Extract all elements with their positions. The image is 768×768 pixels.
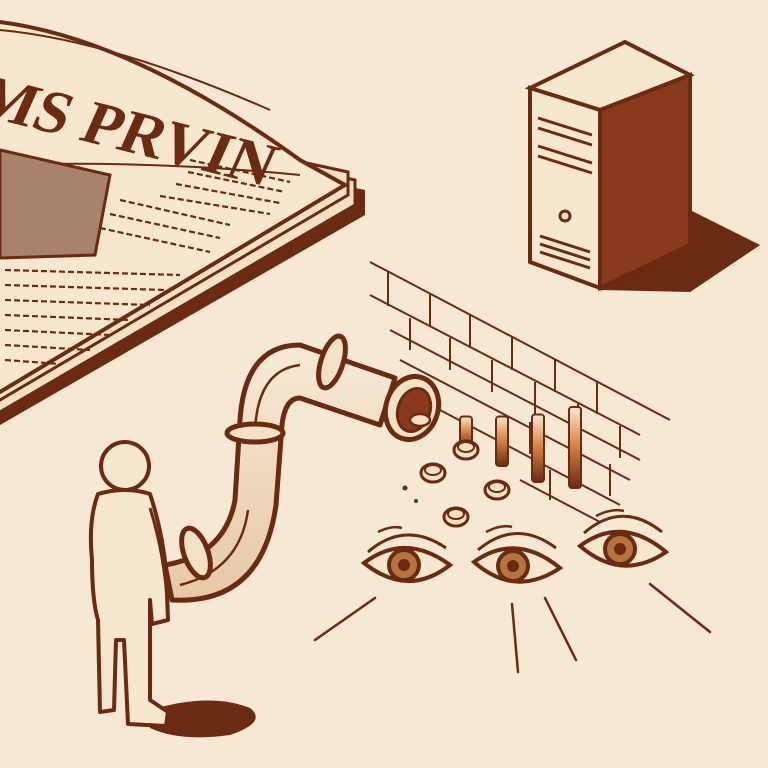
indicator-bar [568, 406, 582, 489]
pipe-coupling [224, 421, 286, 445]
coins [402, 439, 511, 528]
sight-lines [313, 582, 712, 674]
newspaper-photo [0, 148, 112, 260]
coin [442, 506, 470, 528]
pipe-coupling [316, 333, 348, 391]
coin [483, 479, 511, 501]
watching-eyes [313, 508, 712, 674]
pipe-coupling [179, 525, 213, 581]
newspaper-text-lines [4, 158, 291, 366]
server-tower-icon [524, 39, 760, 292]
coin [419, 462, 447, 484]
coin [452, 439, 480, 461]
person-head [99, 440, 151, 492]
newspaper-stack: MS PRVIN [0, 20, 365, 425]
indicator-bar [531, 413, 545, 483]
newspaper-front-page [0, 20, 349, 394]
eye [576, 508, 670, 568]
server-power-button [558, 209, 572, 223]
eye [470, 524, 564, 584]
person-body [88, 488, 170, 728]
person [88, 440, 256, 738]
bar-indicators [459, 406, 582, 489]
pipe [162, 333, 442, 603]
person-arm [148, 507, 170, 613]
eye [360, 525, 454, 583]
indicator-bar [495, 415, 509, 467]
